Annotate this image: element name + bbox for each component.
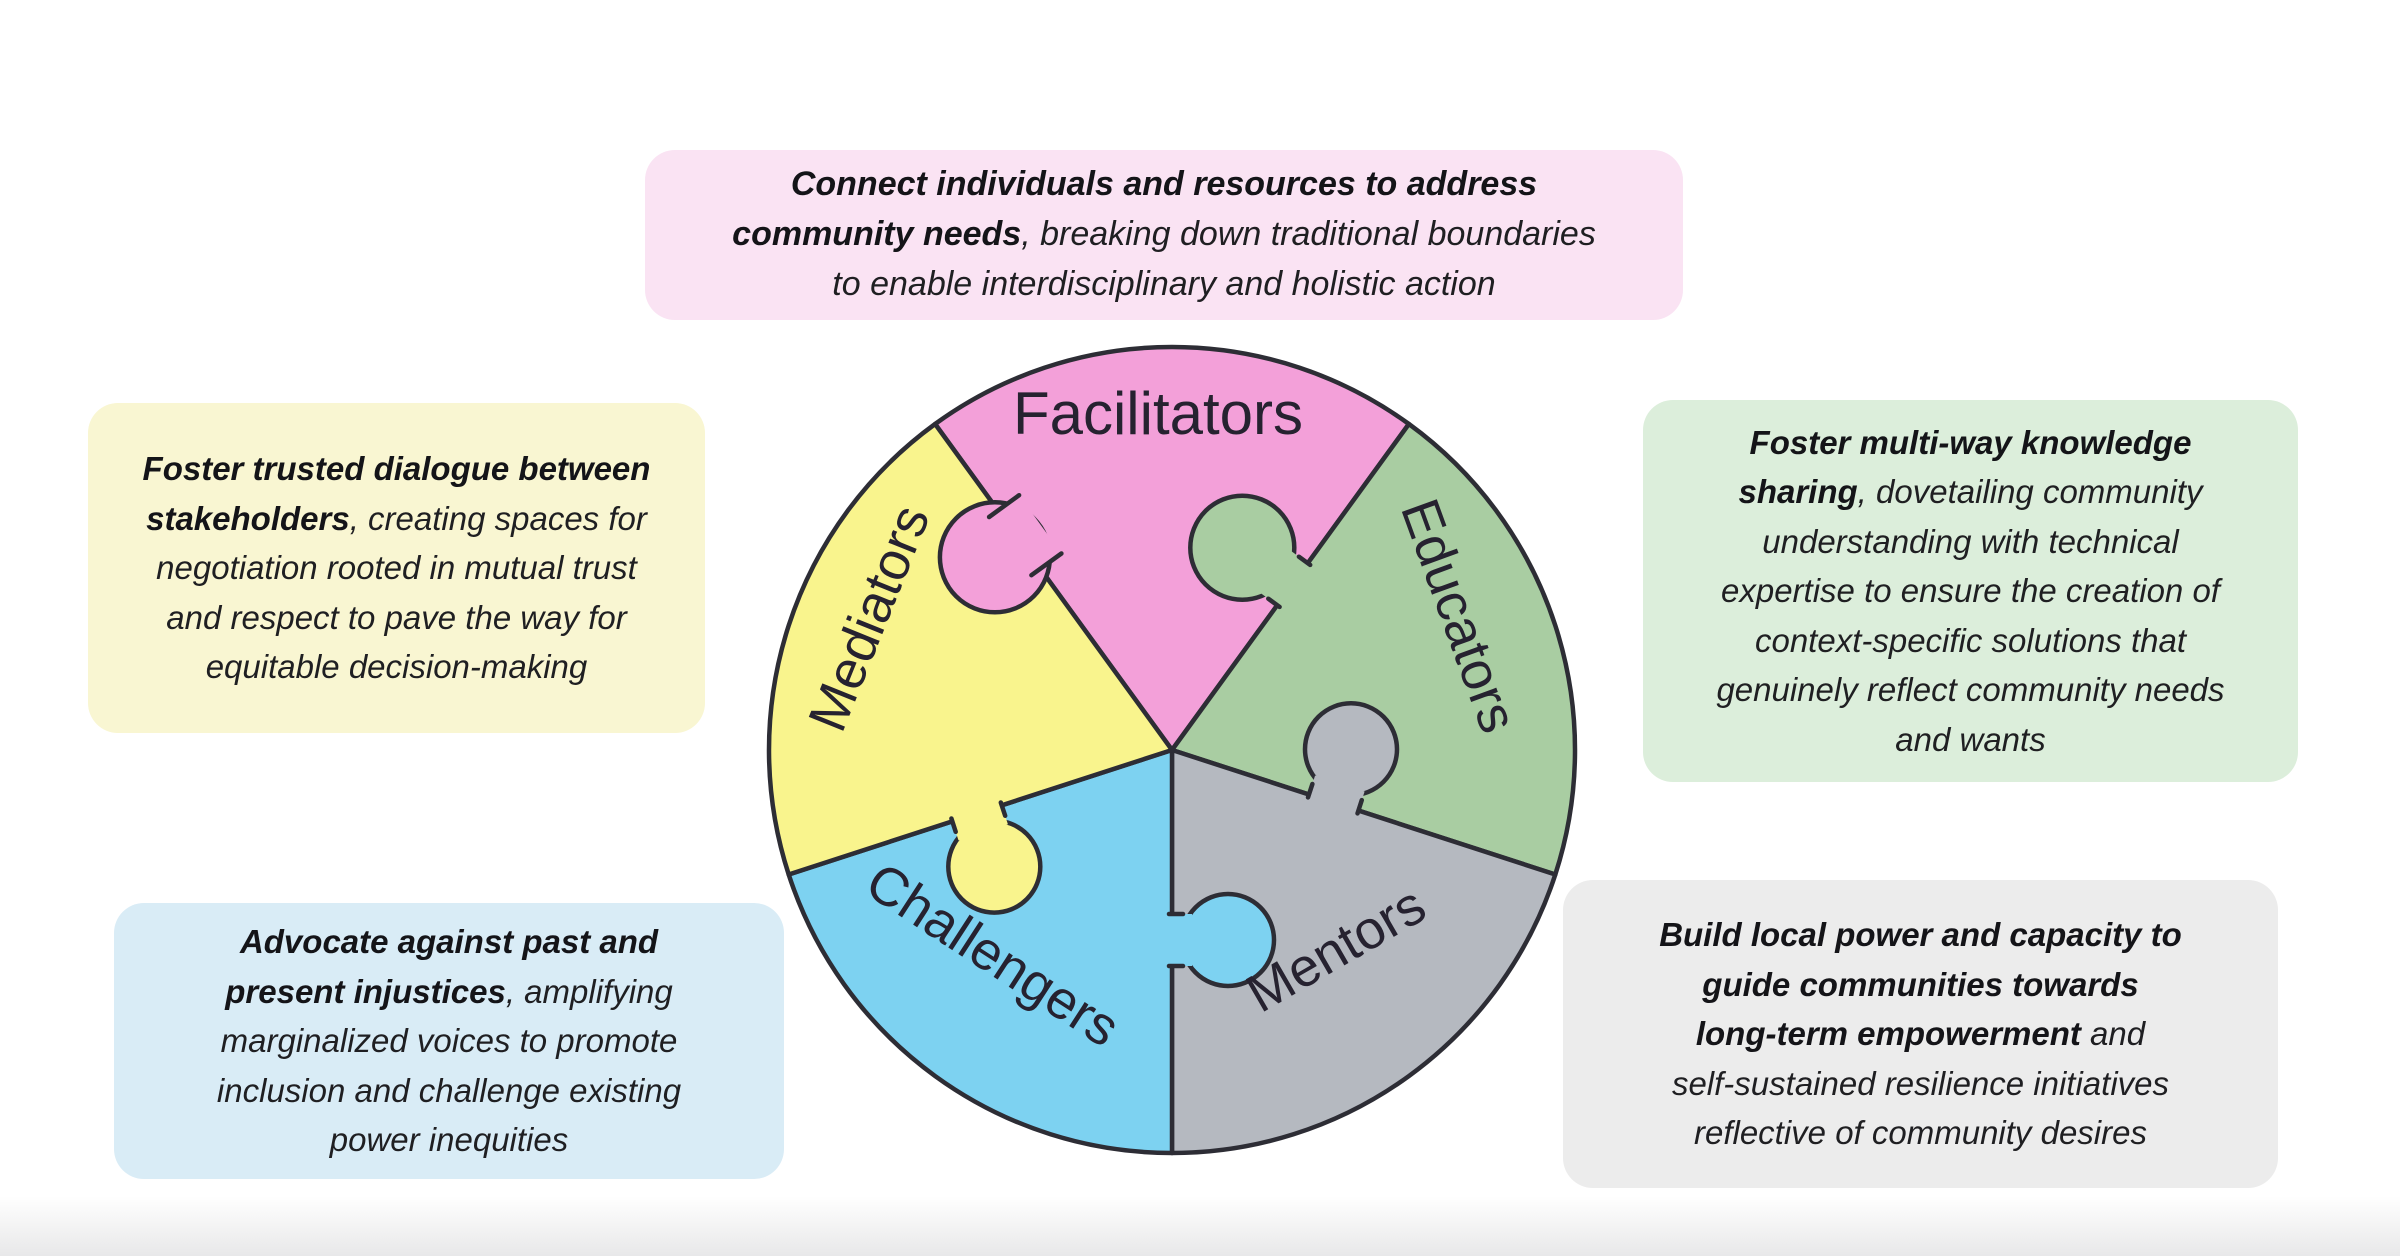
- sector-mediators: [766, 421, 1175, 877]
- puzzle-neck-educators: [1261, 551, 1311, 607]
- puzzle-neck-wall-facilitators: [986, 492, 1022, 520]
- puzzle-neck-challengers: [1169, 914, 1192, 966]
- mediators-description-box: Foster trusted dialogue between stakehol…: [88, 403, 705, 733]
- sector-challengers: [786, 747, 1175, 1156]
- puzzle-neck-wall-educators: [1296, 554, 1313, 568]
- puzzle-neck-facilitators: [981, 495, 1062, 581]
- puzzle-neck-wall-mentors: [1305, 781, 1315, 800]
- sector-educators: [1169, 421, 1578, 877]
- page-bottom-fade: [0, 1196, 2400, 1256]
- puzzle-neck-wall-facilitators: [1029, 551, 1064, 578]
- challengers-description-text: Advocate against past and present injust…: [216, 923, 682, 1159]
- puzzle-neck-wall-mediators: [949, 816, 958, 835]
- mediators-description-text: Foster trusted dialogue between stakehol…: [142, 450, 651, 686]
- puzzle-knob-educators: [1188, 493, 1297, 602]
- puzzle-neck-wall-educators: [1266, 596, 1282, 610]
- educators-description-text: Foster multi-way knowledge sharing, dove…: [1716, 423, 2225, 758]
- mentors-description-text: Build local power and capacity to guide …: [1659, 916, 2182, 1152]
- sector-mentors: [1169, 747, 1558, 1156]
- puzzle-neck-wall-mediators: [998, 800, 1008, 819]
- facilitators-description-box: Connect individuals and resources to add…: [645, 150, 1683, 320]
- roles-puzzle-wheel: FacilitatorsEducatorsMentorsChallengersM…: [766, 344, 1578, 1156]
- puzzle-neck-mentors: [1308, 775, 1365, 814]
- puzzle-neck-mediators: [951, 802, 1008, 841]
- challengers-description-box: Advocate against past and present injust…: [114, 903, 784, 1179]
- mentors-description-box: Build local power and capacity to guide …: [1563, 880, 2278, 1188]
- sector-facilitators: [932, 344, 1412, 753]
- sector-label-facilitators: Facilitators: [1013, 380, 1303, 447]
- facilitators-description-text: Connect individuals and resources to add…: [732, 165, 1596, 303]
- puzzle-neck-wall-mentors: [1355, 797, 1365, 816]
- educators-description-box: Foster multi-way knowledge sharing, dove…: [1643, 400, 2298, 782]
